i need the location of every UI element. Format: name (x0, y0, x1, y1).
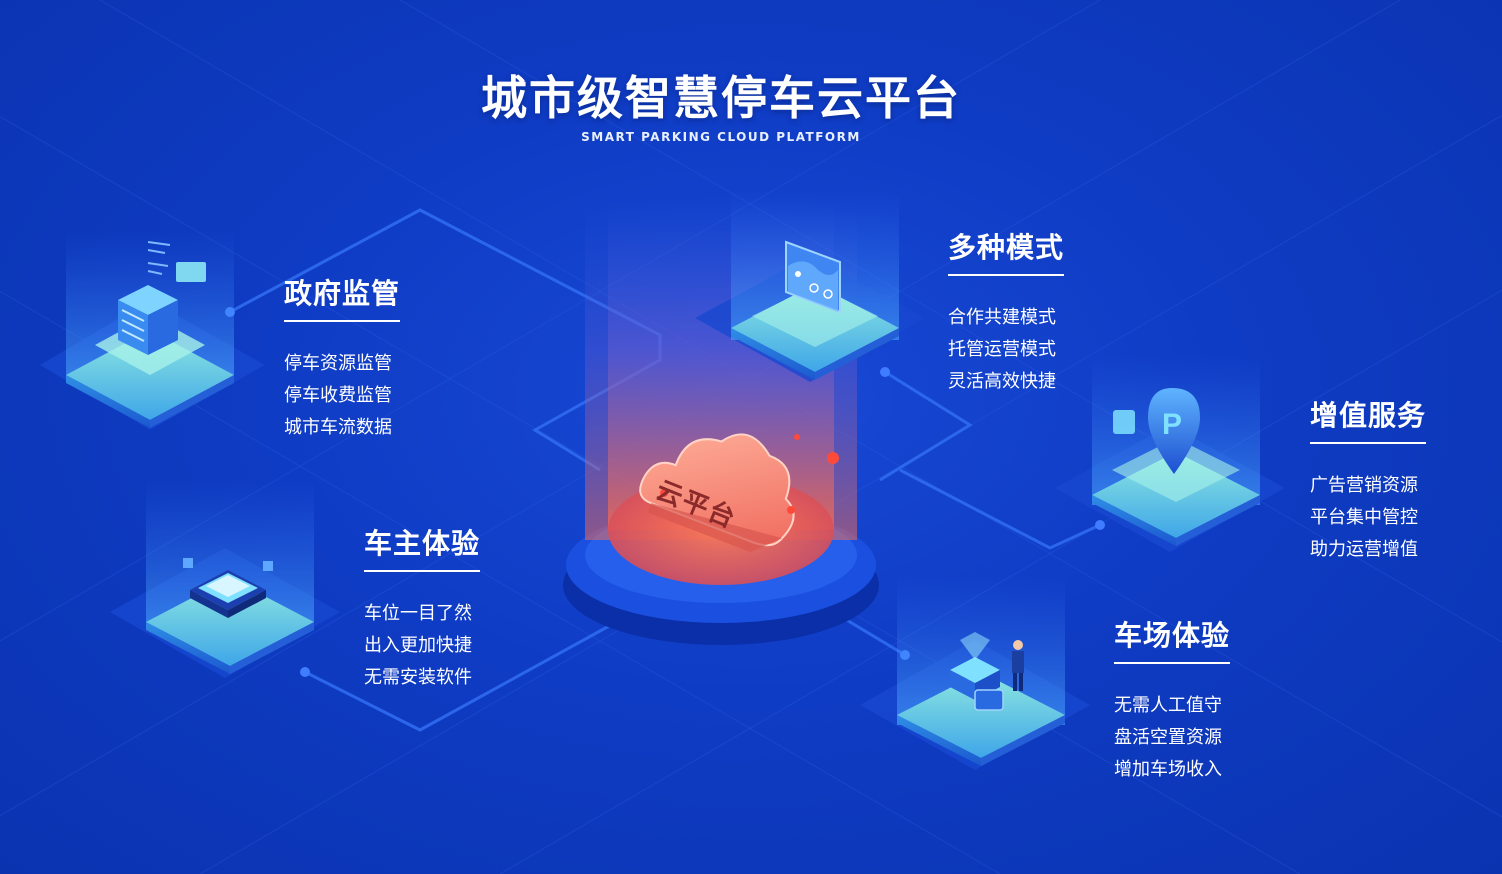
server-icon (950, 632, 1000, 700)
block-lot: 车场体验 无需人工值守 盘活空置资源 增加车场收入 (1114, 614, 1231, 786)
list-item: 灵活高效快捷 (948, 371, 1056, 392)
page-title: 城市级智慧停车云平台 (481, 71, 961, 125)
cloud-icon (639, 433, 795, 553)
gov-platform (40, 230, 265, 430)
list-item: 广告营销资源 (1310, 475, 1418, 496)
block-title: 车主体验 (364, 522, 481, 572)
list-item: 平台集中管控 (1310, 507, 1418, 528)
svg-text:P: P (1162, 408, 1182, 441)
list-item: 城市车流数据 (284, 417, 392, 438)
list-item: 车位一目了然 (364, 603, 472, 624)
list-item: 增加车场收入 (1114, 759, 1222, 780)
list-item: 停车收费监管 (284, 385, 392, 406)
list-item: 出入更加快捷 (364, 635, 472, 656)
chat-bubble-icon (176, 262, 206, 282)
list-item: 盘活空置资源 (1114, 727, 1222, 748)
block-value: 增值服务 广告营销资源 平台集中管控 助力运营增值 (1310, 394, 1427, 566)
lot-platform (860, 575, 1090, 770)
list-item: 助力运营增值 (1310, 539, 1418, 560)
list-item: 无需安装软件 (364, 667, 472, 688)
dashboard-icon (785, 240, 841, 314)
block-title: 增值服务 (1310, 394, 1427, 444)
modes-platform (695, 190, 925, 382)
location-pin-icon: P (1148, 388, 1200, 474)
block-title: 政府监管 (284, 272, 401, 322)
person-icon (1012, 640, 1024, 691)
block-gov: 政府监管 停车资源监管 停车收费监管 城市车流数据 (284, 272, 401, 444)
list-item: 托管运营模式 (948, 339, 1056, 360)
block-title: 车场体验 (1114, 614, 1231, 664)
card-icon (1113, 410, 1135, 434)
chat-bubble-icon (974, 689, 1004, 711)
value-platform: P (1055, 355, 1285, 552)
block-modes: 多种模式 合作共建模式 托管运营模式 灵活高效快捷 (948, 226, 1065, 398)
list-item: 无需人工值守 (1114, 695, 1222, 716)
block-owner: 车主体验 车位一目了然 出入更加快捷 无需安装软件 (364, 522, 481, 694)
page-subtitle: SMART PARKING CLOUD PLATFORM (581, 130, 861, 144)
block-title: 多种模式 (948, 226, 1065, 276)
building-icon (118, 285, 178, 355)
list-item: 合作共建模式 (948, 307, 1056, 328)
list-item: 停车资源监管 (284, 353, 392, 374)
chip-icon (190, 570, 266, 618)
owner-platform (110, 480, 340, 678)
